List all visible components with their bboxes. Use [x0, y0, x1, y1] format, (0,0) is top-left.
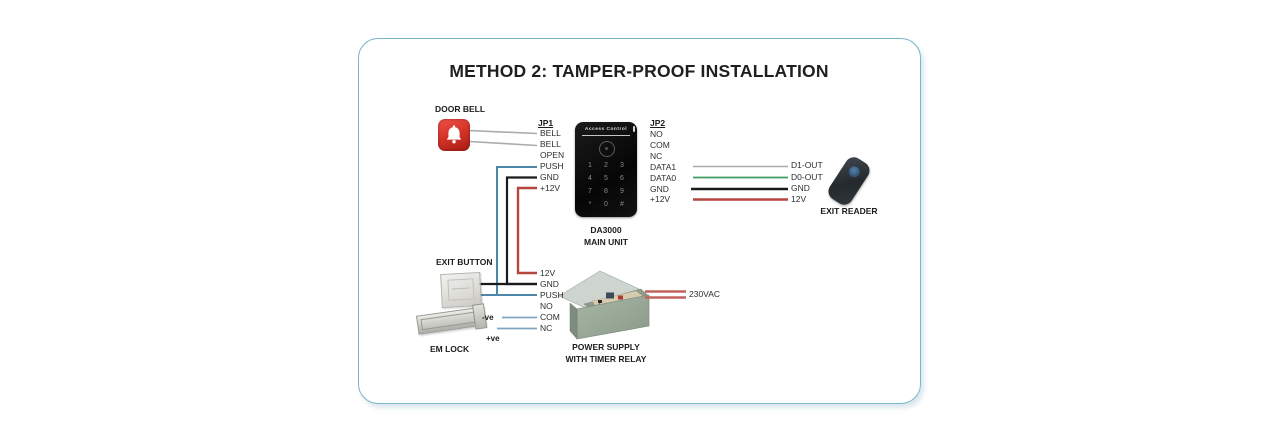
key-7: 7: [588, 188, 592, 195]
jp1-pin-bell-1: BELL: [540, 128, 561, 138]
jp2-header: JP2: [650, 118, 666, 128]
psu-term-12v: 12V: [540, 267, 556, 278]
reader-emblem-icon: [846, 164, 862, 180]
em-lock-plate: [420, 311, 476, 331]
jp2-pin-com: COM: [650, 140, 670, 150]
door-bell-icon: [438, 119, 470, 151]
reader-out-12v: 12V: [791, 193, 807, 204]
key-0: 0: [604, 201, 608, 208]
exit-button-face: [447, 278, 475, 301]
wire-12v-loop: [516, 186, 537, 275]
exit-button-label: EXIT BUTTON: [436, 257, 493, 267]
psu-term-push: PUSH: [540, 289, 564, 300]
main-unit-keypad: Access Control 1 2 3 4 5 6 7 8 9 * 0 #: [575, 122, 637, 217]
jp1-pin-gnd: GND: [540, 172, 559, 182]
jp2-pin-12v: +12V: [650, 194, 671, 204]
main-unit-name: MAIN UNIT: [584, 237, 628, 247]
keypad-divider: [582, 135, 630, 136]
jp1-pin-open: OPEN: [540, 150, 565, 160]
jp2-pin-gnd: GND: [650, 183, 669, 194]
psu-term-nc: NC: [540, 323, 553, 333]
doorbell-button-icon: [599, 141, 615, 157]
key-9: 9: [620, 188, 624, 195]
power-supply-box: [558, 270, 650, 340]
jp1-pin-push: PUSH: [540, 161, 564, 171]
wire-bell-2: [468, 140, 538, 147]
jp1-pin-bell-2: BELL: [540, 139, 561, 149]
reader-out-d0: D0-OUT: [791, 171, 823, 182]
psu-term-com: COM: [540, 312, 560, 322]
key-6: 6: [620, 175, 624, 182]
psu-side-face: [569, 302, 578, 340]
psu-component-relay: [606, 292, 614, 299]
em-lock-label: EM LOCK: [430, 344, 470, 354]
psu-term-no: NO: [540, 300, 553, 311]
psu-component-cap: [598, 300, 602, 303]
jp1-pin-12v: +12V: [540, 183, 561, 193]
jp2-pin-no: NO: [650, 129, 663, 139]
diagram-title: METHOD 2: TAMPER-PROOF INSTALLATION: [449, 61, 829, 81]
key-5: 5: [604, 175, 608, 182]
key-hash: #: [620, 201, 624, 208]
jp1-header: JP1: [538, 118, 554, 128]
jp2-pin-data1: DATA1: [650, 161, 677, 172]
key-1: 1: [588, 162, 592, 169]
keypad-led: [633, 126, 635, 132]
key-3: 3: [620, 162, 624, 169]
keypad-brand-text: Access Control: [584, 127, 628, 132]
bell-icon: [446, 125, 462, 144]
reader-out-d1: D1-OUT: [791, 160, 823, 170]
reader-out-gnd: GND: [791, 183, 810, 193]
exit-button-device: [440, 271, 482, 309]
key-8: 8: [604, 188, 608, 195]
psu-component-red: [618, 295, 623, 300]
em-lock-negative-label: -ve: [482, 313, 494, 322]
key-4: 4: [588, 175, 592, 182]
power-supply-label-line2: WITH TIMER RELAY: [565, 354, 647, 364]
exit-reader-label: EXIT READER: [820, 206, 878, 216]
mains-voltage-label: 230VAC: [689, 289, 721, 299]
main-unit-model: DA3000: [590, 225, 622, 235]
jp2-pin-data0: DATA0: [650, 172, 677, 183]
diagram-frame: [358, 38, 921, 404]
wire-bell-1: [468, 129, 538, 135]
em-lock-positive-label: +ve: [486, 334, 500, 343]
power-supply-label-line1: POWER SUPPLY: [572, 342, 640, 352]
key-star: *: [588, 201, 592, 208]
door-bell-label: DOOR BELL: [435, 104, 486, 114]
jp2-pin-nc: NC: [650, 151, 663, 161]
psu-term-gnd: GND: [540, 278, 559, 289]
keypad-keys: 1 2 3 4 5 6 7 8 9 * 0 #: [582, 159, 630, 211]
key-2: 2: [604, 162, 608, 169]
wire-gnd-loop: [505, 176, 537, 286]
